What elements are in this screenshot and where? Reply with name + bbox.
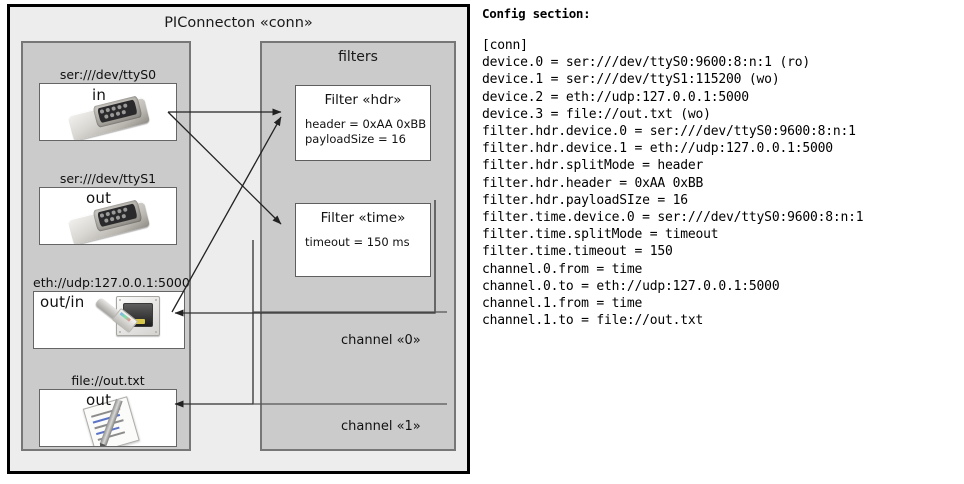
- device-label: ser:///dev/ttyS1: [59, 171, 157, 186]
- device-label: eth://udp:127.0.0.1:5000: [33, 275, 190, 290]
- device-icon-box[interactable]: out: [39, 187, 177, 245]
- page-title: PIConnecton «conn»: [164, 15, 313, 31]
- filters-group: filters Filter «hdr» header = 0xAA 0xBB …: [260, 41, 456, 451]
- filter-time-box[interactable]: Filter «time» timeout = 150 ms: [295, 203, 431, 277]
- config-heading: Config section:: [482, 6, 591, 21]
- filter-property: payloadSize = 16: [305, 132, 406, 146]
- device-ser-ttys0[interactable]: ser:///dev/ttyS0 in: [39, 67, 177, 141]
- filter-hdr-box[interactable]: Filter «hdr» header = 0xAA 0xBB payloadS…: [295, 85, 431, 161]
- ethernet-rj45-icon: [90, 296, 168, 348]
- device-icon-box[interactable]: out/in: [33, 291, 185, 349]
- device-direction: out: [86, 391, 112, 409]
- device-direction: out/in: [40, 293, 85, 311]
- device-ser-ttys1[interactable]: ser:///dev/ttyS1 out: [39, 171, 177, 245]
- channel-0-label: channel «0»: [341, 333, 421, 348]
- filter-properties: timeout = 150 ms: [305, 235, 430, 250]
- config-code-block[interactable]: [conn] device.0 = ser:///dev/ttyS0:9600:…: [482, 38, 864, 329]
- device-icon-box[interactable]: in: [39, 83, 177, 141]
- devices-group: ser:///dev/ttyS0 in ser:///dev/ttyS1: [21, 41, 191, 451]
- filter-properties: header = 0xAA 0xBB payloadSize = 16: [305, 117, 430, 147]
- filter-property: timeout = 150 ms: [305, 235, 410, 249]
- device-label: ser:///dev/ttyS0: [59, 67, 157, 82]
- device-label: file://out.txt: [71, 373, 145, 388]
- filters-group-title: filters: [338, 49, 378, 65]
- device-file-out[interactable]: file://out.txt out: [39, 373, 177, 447]
- serial-db9-icon: [67, 93, 151, 140]
- filter-property: header = 0xAA 0xBB: [305, 117, 427, 131]
- device-direction: in: [92, 86, 107, 104]
- filter-title: Filter «hdr»: [324, 92, 402, 108]
- channel-1-label: channel «1»: [341, 419, 421, 434]
- device-icon-box[interactable]: out: [39, 389, 177, 447]
- piconnecton-frame: PIConnecton «conn» ser:///dev/ttyS0 in: [7, 4, 470, 474]
- config-panel: Config section: [conn] device.0 = ser://…: [482, 6, 960, 329]
- filter-title: Filter «time»: [320, 210, 406, 226]
- device-eth-udp[interactable]: eth://udp:127.0.0.1:5000 out/in: [33, 275, 190, 349]
- device-direction: out: [86, 189, 112, 207]
